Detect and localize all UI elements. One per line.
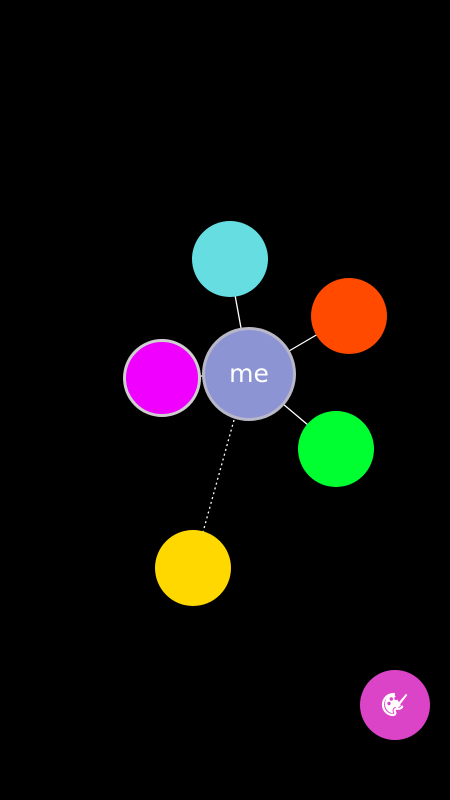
link-yellow-dotted xyxy=(202,419,235,533)
theme-palette-button[interactable] xyxy=(360,670,430,740)
cyan-node[interactable] xyxy=(192,221,268,297)
green-node[interactable] xyxy=(298,411,374,487)
me-node[interactable]: me xyxy=(202,327,296,421)
me-label: me xyxy=(229,358,269,388)
palette-brush-icon xyxy=(381,692,408,717)
link-cyan xyxy=(234,294,242,329)
orange-node[interactable] xyxy=(311,278,387,354)
link-orange xyxy=(288,333,319,352)
yellow-node[interactable] xyxy=(155,530,231,606)
magenta-node[interactable] xyxy=(123,339,201,417)
link-green xyxy=(282,403,309,426)
